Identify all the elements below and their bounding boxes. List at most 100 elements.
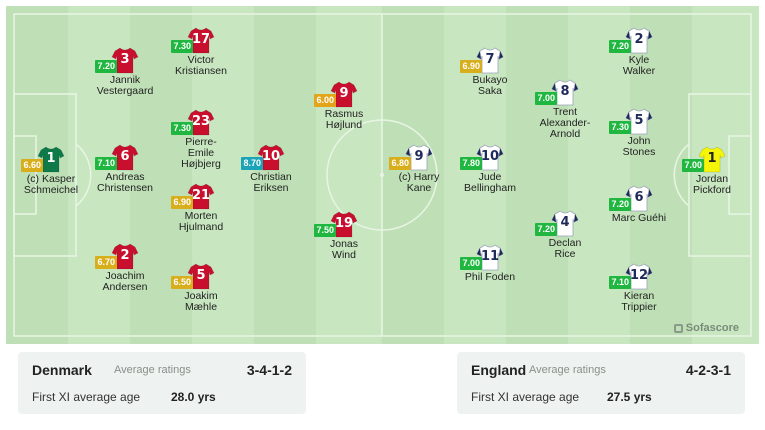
shirt-icon (551, 79, 579, 106)
player-rating-badge: 6.80 (389, 157, 411, 170)
shirt-icon (625, 108, 653, 135)
shirt-icon (625, 27, 653, 54)
shirt-number: 5 (634, 113, 644, 128)
shirt-number: 21 (191, 188, 211, 203)
player-rating-badge: 6.00 (314, 94, 336, 107)
shirt-icon (476, 244, 504, 271)
average-age-label: First XI average age (471, 390, 580, 404)
player-rating-badge: 7.10 (609, 276, 631, 289)
player-rating-badge: 7.20 (609, 40, 631, 53)
shirt-number: 10 (480, 149, 500, 164)
shirt-icon (187, 109, 215, 136)
team-name: Denmark (32, 362, 92, 378)
shirt-number: 9 (339, 86, 349, 101)
shirt-number: 12 (629, 268, 649, 283)
player-name: Phil Foden (464, 271, 516, 283)
player-rating-badge: 7.30 (609, 121, 631, 134)
formation: 3-4-1-2 (246, 362, 292, 378)
pitch-stripe (506, 6, 568, 344)
pitch-stripe (6, 6, 68, 344)
player-rating-badge: 7.80 (460, 157, 482, 170)
shirt-icon (187, 263, 215, 290)
shirt-icon (111, 243, 139, 270)
sofascore-logo-icon (673, 323, 683, 333)
shirt-number: 7 (485, 52, 495, 67)
pitch-lines (13, 13, 752, 337)
average-age-label: First XI average age (32, 390, 141, 404)
shirt-icon (330, 81, 358, 108)
shirt-number: 23 (191, 114, 211, 129)
player-rating-badge: 6.90 (171, 196, 193, 209)
shirt-icon (111, 47, 139, 74)
player-rating-badge: 6.60 (21, 159, 43, 172)
average-ratings-label: Average ratings (114, 364, 191, 376)
shirt-number: 8 (560, 84, 570, 99)
shirt-icon (187, 27, 215, 54)
player-name: Marc Guéhi (611, 212, 667, 224)
shirt-icon (257, 144, 285, 171)
player-rating-badge: 6.50 (171, 276, 193, 289)
shirt-icon (405, 144, 433, 171)
team-name: England (471, 362, 527, 378)
shirt-number: 2 (120, 248, 130, 263)
average-ratings-label: Average ratings (529, 364, 606, 376)
shirt-icon (625, 185, 653, 212)
shirt-number: 6 (634, 190, 644, 205)
player-rating-badge: 7.20 (609, 198, 631, 211)
team-summary-card-england: England Average ratings 4-2-3-1 First XI… (457, 352, 745, 414)
shirt-number: 6 (120, 149, 130, 164)
player-rating-badge: 6.70 (95, 256, 117, 269)
shirt-number: 1 (707, 151, 717, 166)
shirt-icon (111, 144, 139, 171)
shirt-icon (698, 146, 726, 173)
